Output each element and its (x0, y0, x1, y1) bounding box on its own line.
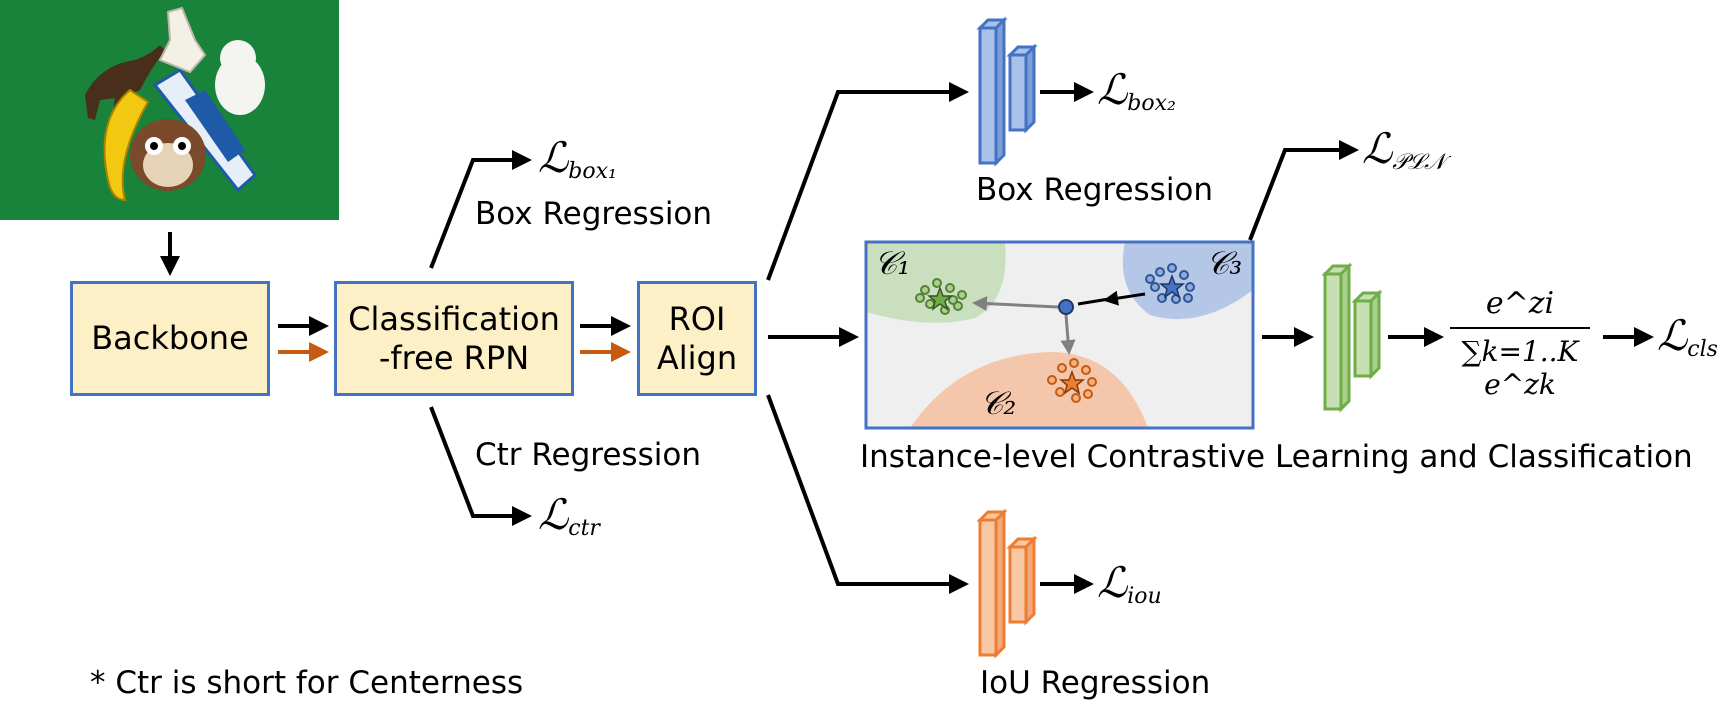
cluster-c1-label: 𝒞₁ (874, 244, 911, 282)
arrow-roi-to-iou-head (766, 394, 969, 594)
softmax-denominator: ∑k=1..K e^zk (1461, 335, 1579, 401)
rpn-block: Classification -free RPN (334, 281, 574, 396)
ctr-regression-label: Ctr Regression (475, 437, 701, 473)
embedding-panel (864, 240, 1255, 430)
classification-head (1321, 262, 1383, 413)
box-regression-head (976, 16, 1038, 167)
arrow-contrastive-to-pln (1248, 140, 1359, 241)
roi-label-line2: Align (656, 338, 738, 377)
loss-pln: ℒ𝒫ℒ𝒩 (1362, 124, 1446, 175)
arrow-rpn-ctr-branch (429, 406, 532, 526)
roi-align-block: ROI Align (637, 281, 757, 396)
loss-box2: ℒbox₂ (1097, 65, 1176, 116)
contrastive-label: Instance-level Contrastive Learning and … (860, 439, 1693, 475)
backbone-block: Backbone (70, 281, 270, 396)
cluster-c3-label: 𝒞₃ (1206, 244, 1243, 282)
loss-box1: ℒbox₁ (538, 133, 617, 184)
softmax-numerator: e^zi (1485, 286, 1555, 321)
iou-regression-label: IoU Regression (980, 665, 1211, 701)
roi-label-line1: ROI (668, 300, 726, 339)
softmax-formula: e^zi ∑k=1..K e^zk (1450, 286, 1590, 401)
softmax-fraction-bar (1450, 327, 1590, 329)
rpn-label-line2: -free RPN (378, 338, 530, 377)
head-box-regression-label: Box Regression (976, 172, 1214, 208)
loss-ctr: ℒctr (538, 490, 600, 541)
loss-iou: ℒiou (1097, 558, 1162, 609)
arrow-rpn-box-branch (429, 150, 532, 269)
arrow-roi-to-box-head (766, 82, 969, 281)
rpn-label-line1: Classification (348, 300, 560, 339)
cluster-c2-label: 𝒞₂ (980, 384, 1017, 422)
rpn-box-regression-label: Box Regression (475, 196, 713, 232)
iou-regression-head (976, 508, 1038, 659)
input-image (0, 0, 339, 220)
backbone-label: Backbone (91, 319, 249, 358)
loss-cls: ℒcls (1657, 311, 1718, 362)
footnote: * Ctr is short for Centerness (90, 665, 524, 701)
